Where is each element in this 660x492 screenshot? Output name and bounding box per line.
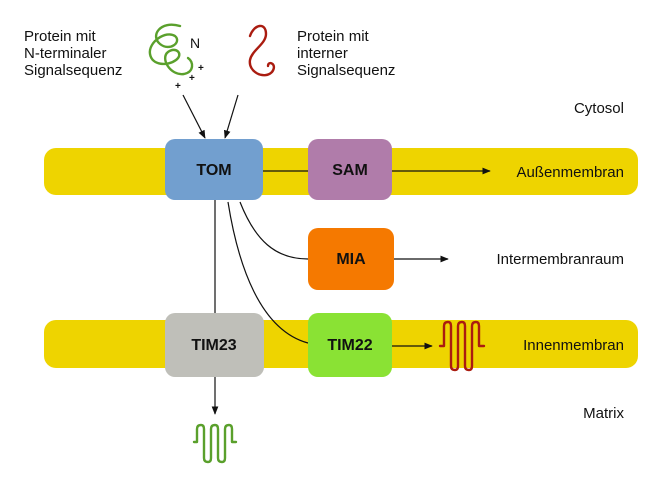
tom-label: TOM [196, 162, 231, 179]
arrow-nterminal-to-tom [182, 94, 206, 139]
nterminal-protein-icon [148, 23, 194, 76]
n-terminus-label: N [190, 35, 200, 51]
internal-protein-label: Protein mit interner Signalsequenz [297, 28, 395, 79]
tim22-complex: TIM22 [308, 313, 392, 377]
mia-complex: MIA [308, 228, 394, 290]
internal-protein-icon [248, 24, 276, 77]
line-tom-to-mia [239, 201, 309, 260]
tim23-label: TIM23 [191, 337, 236, 354]
nterminal-protein-label: Protein mit N-terminaler Signalsequenz [24, 28, 122, 79]
charge-1: + [198, 63, 204, 74]
charge-3: + [175, 81, 181, 92]
outer-membrane-label: Außenmembran [516, 164, 624, 181]
line-tom-to-tim22 [227, 201, 309, 344]
sam-complex: SAM [308, 139, 392, 200]
inner-membrane-label: Innenmembran [523, 337, 624, 354]
charge-2: + [189, 73, 195, 84]
matrix-label: Matrix [583, 405, 624, 422]
mia-label: MIA [336, 251, 366, 268]
tim23-complex: TIM23 [165, 313, 264, 377]
tom-complex: TOM [165, 139, 263, 200]
matrix-protein-icon [192, 423, 238, 464]
intermembrane-space-label: Intermembranraum [496, 251, 624, 268]
sam-label: SAM [332, 162, 368, 179]
inner-membrane-protein-icon [438, 320, 486, 372]
arrow-internal-to-tom [223, 94, 239, 139]
cytosol-label: Cytosol [574, 100, 624, 117]
tim22-label: TIM22 [327, 337, 372, 354]
